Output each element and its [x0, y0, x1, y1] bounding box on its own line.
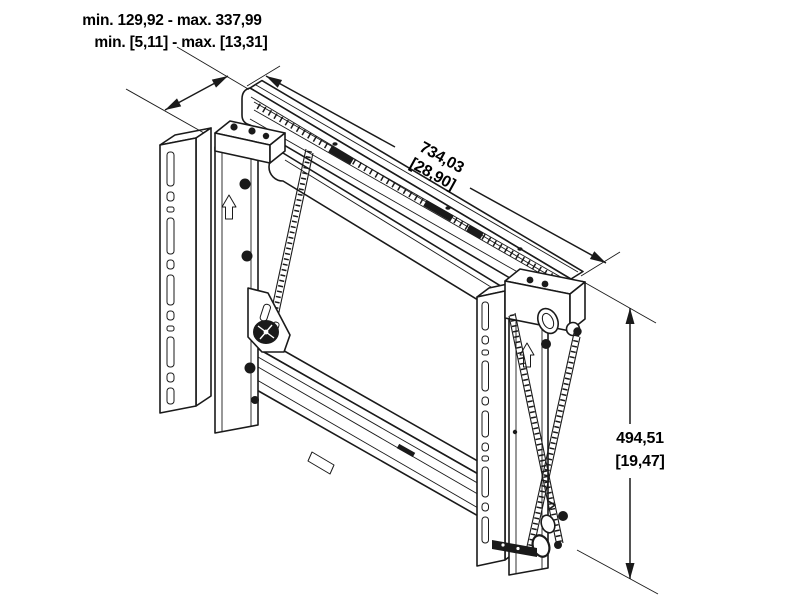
left-carriage-bracket [214, 120, 286, 164]
height-dim-value-inch: [19,47] [615, 453, 664, 470]
screw-left-3 [244, 362, 256, 374]
depth-arrow-right [211, 76, 228, 88]
depth-range-metric: min. 129,92 - max. 337,99 [82, 12, 262, 29]
wall-rail-slots-right [481, 301, 489, 544]
up-arrow-marking-right [519, 342, 535, 368]
width-arrow-left [266, 76, 283, 88]
height-dimension: 494,51 [19,47] [576, 280, 665, 595]
screw-left-2 [241, 250, 253, 262]
width-dimension-line-right [469, 187, 607, 264]
depth-dimension [125, 46, 250, 134]
up-arrow-marking-left [221, 194, 237, 220]
roller-cylinder [536, 307, 560, 335]
rail-slot-serration [256, 103, 565, 286]
wall-rail-slots [166, 151, 175, 405]
height-arrow-up [625, 308, 635, 324]
right-carriage-bracket [504, 268, 586, 349]
left-carriage-column [214, 138, 259, 434]
depth-range-annotation: min. 129,92 - max. 337,99 min. [5,11] - … [82, 12, 267, 51]
height-dim-value-mm: 494,51 [616, 430, 664, 447]
width-arrow-right [589, 251, 606, 263]
width-dimension-line-left [265, 75, 396, 148]
depth-arrow-left [165, 98, 182, 110]
cable-clip [307, 451, 335, 475]
screw-left-4 [251, 396, 259, 404]
pivot-bracket-plate [247, 287, 291, 353]
strap-pivot [541, 339, 551, 349]
depth-extension-line [125, 88, 205, 134]
right-scissor-straps [508, 312, 581, 556]
screw-left-1 [239, 178, 251, 190]
height-arrow-down [625, 563, 635, 579]
depth-leader-line [176, 46, 250, 90]
bottom-rollers [492, 511, 568, 558]
left-wall-rail [159, 127, 212, 414]
top-rail-beam [241, 79, 584, 316]
depth-range-inch: min. [5,11] - max. [13,31] [94, 34, 267, 51]
